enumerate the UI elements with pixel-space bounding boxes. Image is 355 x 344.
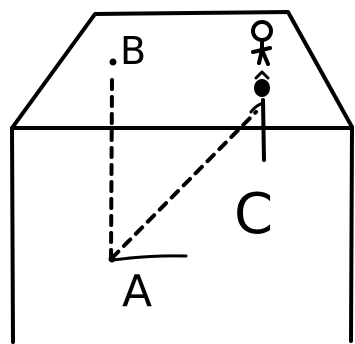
label-a: A xyxy=(122,266,152,317)
line-c-hook xyxy=(249,101,265,114)
box-body xyxy=(10,126,354,344)
label-b: B xyxy=(120,29,146,73)
point-b xyxy=(109,58,117,66)
label-c: C xyxy=(234,182,273,247)
dashed-line-a-to-figure xyxy=(110,110,258,260)
line-c xyxy=(261,98,266,162)
point-a-tick xyxy=(111,254,188,262)
dashed-line-b-to-a xyxy=(109,78,114,260)
box-lid xyxy=(10,10,354,130)
stick-figure-icon xyxy=(251,20,273,97)
